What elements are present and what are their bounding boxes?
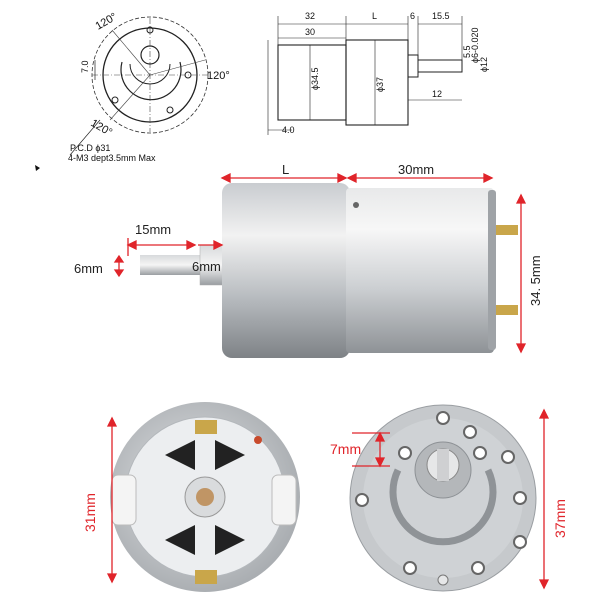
mount-hole — [398, 446, 412, 460]
dim-37-label: ϕ37 — [375, 77, 385, 92]
arrow-head — [113, 254, 125, 263]
arrow-head — [213, 239, 224, 251]
holes-label: 4-M3 dept3.5mm Max — [68, 153, 156, 163]
gearbox-body — [222, 183, 350, 358]
offset-label: 7.0 — [80, 60, 90, 73]
angle-line — [111, 29, 151, 76]
shaft-length-6-label: 6mm — [192, 259, 221, 274]
rear-diameter-label: 31mm — [82, 493, 98, 532]
motor-side-photo — [140, 183, 518, 358]
screw — [353, 202, 359, 208]
arrow-head — [374, 431, 386, 442]
gear-slot — [389, 468, 497, 546]
motor-end-cap — [488, 190, 496, 350]
mount-hole — [463, 425, 477, 439]
slot-arc — [120, 61, 182, 101]
front-view-dimensions — [352, 408, 550, 590]
vent-slot — [165, 440, 195, 470]
black-marker — [35, 165, 40, 171]
angle-line — [109, 74, 151, 121]
shaft-outline — [417, 59, 463, 73]
offset-7-label: 7mm — [330, 441, 362, 457]
rear-notch-left — [111, 474, 137, 526]
front-diameter-label: 37mm — [552, 499, 568, 538]
side-view-dimensions — [113, 172, 527, 354]
pcd-label: P.C.D ϕ31 — [70, 143, 110, 153]
vent-slot — [165, 525, 195, 555]
motor-can — [346, 188, 494, 353]
mount-hole — [403, 561, 417, 575]
angle-right-label: 120° — [207, 70, 230, 82]
dim-6-label: 6 — [410, 11, 415, 21]
arrow-head — [220, 172, 231, 184]
arrow-head — [126, 239, 137, 251]
angle-top-label: 120° — [94, 11, 120, 33]
arrow-head — [113, 269, 125, 278]
terminal-top — [496, 225, 518, 235]
mount-hole — [473, 446, 487, 460]
mount-hole — [436, 411, 450, 425]
angle-bottom-label: 120° — [89, 117, 115, 139]
mount-hole — [471, 561, 485, 575]
dim-5-5-label: 5.5 — [462, 45, 472, 58]
angle-line — [149, 59, 206, 76]
mount-hole — [501, 450, 515, 464]
shaft-diameter-label: 6mm — [74, 261, 103, 276]
boss-outline — [407, 54, 419, 78]
screw — [437, 574, 449, 586]
arrow-head — [337, 172, 348, 184]
output-shaft — [140, 255, 202, 275]
leader-line — [69, 119, 101, 156]
side-drawing-labels: 32 L 6 15.5 30 ϕ34.5 ϕ37 5.5 ϕ6-0.020 ϕ1… — [282, 11, 489, 135]
arrow-head — [483, 172, 494, 184]
mount-hole — [146, 26, 154, 34]
side-drawing — [267, 16, 463, 135]
dim-15-5-label: 15.5 — [432, 11, 450, 21]
mount-hole — [111, 96, 119, 104]
dim-32-label: 32 — [305, 11, 315, 21]
front-drawing: 120° 120° 120° 7.0 P.C.D ϕ31 4-M3 dept3.… — [68, 11, 230, 163]
rear-bushing — [196, 488, 214, 506]
terminal-bottom — [496, 305, 518, 315]
dim-L-label: L — [372, 11, 377, 21]
rear-notch-right — [271, 474, 297, 526]
shaft-flat — [437, 449, 449, 481]
motor-rear-photo — [110, 402, 300, 592]
arrow-head — [515, 343, 527, 354]
terminal-top — [195, 420, 217, 434]
vent-slot — [215, 440, 245, 470]
arrow-head — [346, 172, 357, 184]
gearbox-outline — [345, 39, 409, 126]
shaft-boss — [199, 244, 226, 286]
side-length-L-label: L — [282, 162, 290, 177]
dim-6-tol-label: ϕ6-0.020 — [470, 27, 480, 63]
side-length-30-label: 30mm — [398, 162, 435, 177]
arrow-head — [538, 408, 550, 419]
mount-hole — [355, 493, 369, 507]
arrow-head — [106, 573, 118, 584]
arrow-head — [515, 193, 527, 204]
arrow-head — [538, 579, 550, 590]
rear-view-dimensions — [106, 416, 118, 584]
arrow-head — [374, 457, 386, 468]
shaft-length-15-label: 15mm — [135, 222, 172, 237]
terminal-bottom — [195, 570, 217, 584]
vent-slot — [215, 525, 245, 555]
mount-hole — [184, 71, 192, 79]
gearbox-front-photo — [349, 404, 537, 592]
height-label: 34. 5mm — [528, 255, 543, 306]
dim-12a-label: ϕ12 — [479, 57, 489, 72]
mount-hole — [166, 106, 174, 114]
mount-hole — [513, 535, 527, 549]
dim-4-label: 4.0 — [282, 125, 295, 135]
slot-arc-inner — [129, 63, 171, 85]
mount-hole — [513, 491, 527, 505]
dim-12b-label: 12 — [432, 89, 442, 99]
arrow-head — [186, 239, 197, 251]
dim-30-label: 30 — [305, 27, 315, 37]
red-dot — [254, 436, 262, 444]
dim-34-5-label: ϕ34.5 — [310, 67, 320, 90]
arrow-head — [106, 416, 118, 427]
